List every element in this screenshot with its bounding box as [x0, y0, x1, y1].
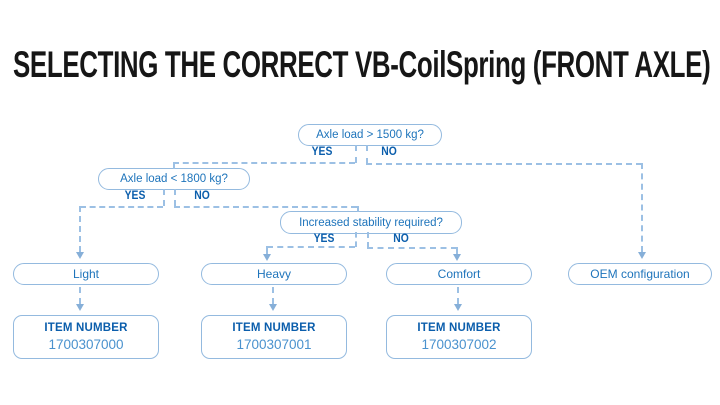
outcome-oem-configuration-text: OEM configuration	[590, 267, 690, 281]
item-number-box-heavy: ITEM NUMBER 1700307001	[201, 315, 347, 359]
decision3-yes-label: YES	[313, 233, 335, 245]
connector-d2-entry-stub	[173, 162, 175, 169]
arrowhead-oem	[637, 252, 646, 259]
connector-d1-no-stub	[366, 145, 368, 164]
outcome-heavy-text: Heavy	[256, 267, 291, 281]
arrowhead-light	[75, 252, 84, 259]
decision-increased-stability: Increased stability required?	[280, 211, 462, 234]
connector-comfort-vertical	[456, 247, 458, 254]
decision3-no-label: NO	[393, 233, 409, 245]
page-title: SELECTING THE CORRECT VB-CoilSpring (FRO…	[13, 44, 711, 85]
connector-d2-yes-horizontal	[80, 206, 163, 208]
decision1-no-label: NO	[381, 146, 397, 158]
connector-d3-yes-horizontal	[267, 246, 355, 248]
connector-comfort-item-vertical	[457, 287, 459, 304]
connector-d3-yes-stub	[355, 232, 357, 247]
decision1-yes-label: YES	[311, 146, 333, 158]
outcome-light-text: Light	[72, 267, 100, 281]
item-number-value: 1700307002	[421, 337, 497, 352]
item-number-label: ITEM NUMBER	[44, 322, 128, 334]
decision-axle-load-1800: Axle load < 1800 kg?	[98, 168, 250, 190]
arrowhead-heavy-item	[268, 304, 277, 311]
item-number-box-comfort: ITEM NUMBER 1700307002	[386, 315, 532, 359]
outcome-comfort-text: Comfort	[437, 267, 481, 281]
decision-axle-load-1500: Axle load > 1500 kg?	[298, 124, 442, 146]
arrowhead-light-item	[75, 304, 84, 311]
decision-axle-load-1800-text: Axle load < 1800 kg?	[120, 173, 228, 185]
connector-d3-no-stub	[367, 232, 369, 248]
decision2-no-label: NO	[194, 190, 210, 202]
arrowhead-comfort-item	[453, 304, 462, 311]
connector-d3-no-horizontal	[367, 247, 457, 249]
item-number-value: 1700307001	[236, 337, 312, 352]
connector-d2-no-stub	[174, 189, 176, 206]
connector-light-item-vertical	[79, 287, 81, 304]
connector-d1-yes-horizontal	[173, 162, 355, 164]
outcome-comfort: Comfort	[386, 263, 532, 285]
arrowhead-heavy	[262, 254, 271, 261]
connector-oem-vertical	[641, 163, 643, 252]
item-number-label: ITEM NUMBER	[417, 322, 501, 334]
outcome-oem-configuration: OEM configuration	[568, 263, 712, 285]
connector-d1-no-horizontal	[366, 163, 642, 165]
connector-d2-no-horizontal	[174, 206, 357, 208]
item-number-box-light: ITEM NUMBER 1700307000	[13, 315, 159, 359]
item-number-label: ITEM NUMBER	[232, 322, 316, 334]
connector-heavy-item-vertical	[272, 287, 274, 304]
arrowhead-comfort	[452, 254, 461, 261]
connector-d3-entry-stub	[357, 206, 359, 212]
decision2-yes-label: YES	[124, 190, 146, 202]
connector-d2-yes-stub	[163, 189, 165, 206]
connector-heavy-vertical	[266, 246, 268, 254]
outcome-light: Light	[13, 263, 159, 285]
connector-light-vertical	[79, 206, 81, 252]
decision-increased-stability-text: Increased stability required?	[299, 216, 443, 229]
connector-d1-yes-stub	[355, 145, 357, 163]
outcome-heavy: Heavy	[201, 263, 347, 285]
decision-axle-load-1500-text: Axle load > 1500 kg?	[316, 129, 424, 141]
item-number-value: 1700307000	[48, 337, 124, 352]
